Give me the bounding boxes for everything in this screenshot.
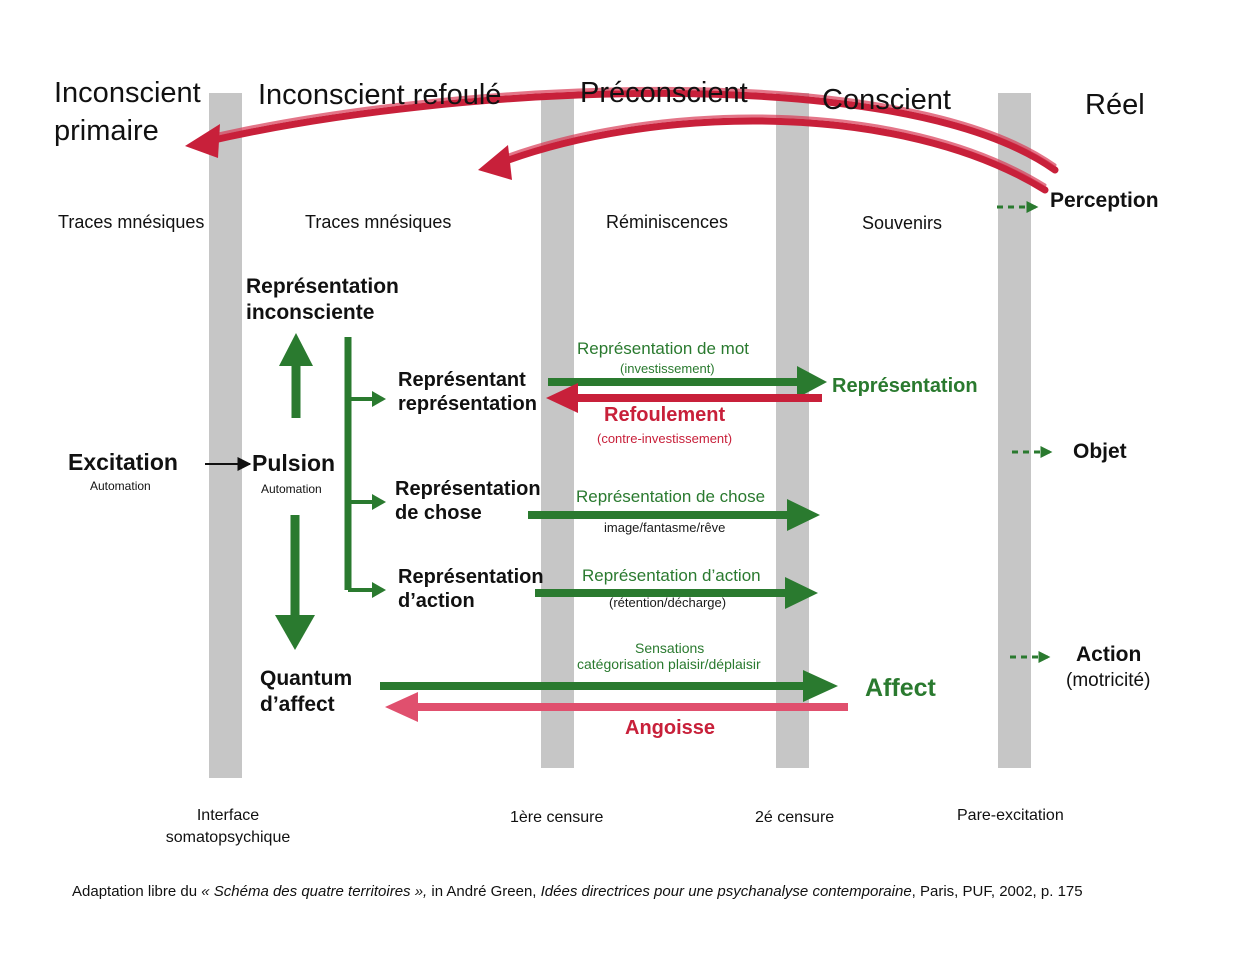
node-quantum-line2: d’affect	[260, 693, 335, 716]
sublabel-traces-1: Traces mnésiques	[58, 212, 205, 232]
node-excitation: Excitation	[68, 449, 178, 475]
flow-rep-chose: Représentation de chose	[576, 487, 766, 506]
bottom-interface-line2: somatopsychique	[165, 829, 291, 846]
flow-angoisse: Angoisse	[625, 717, 716, 739]
caption-part3: in André Green,	[427, 883, 541, 900]
refoulement-arrow	[546, 383, 822, 413]
angoisse-arrow	[385, 692, 848, 722]
node-objet: Objet	[1073, 440, 1127, 463]
sublabel-reminiscences: Réminiscences	[606, 212, 729, 232]
node-rep-action-line1: Représentation	[398, 566, 544, 588]
flow-sensations: Sensations	[635, 640, 705, 656]
node-motricite: (motricité)	[1066, 670, 1151, 691]
node-representant-line2: représentation	[398, 393, 537, 415]
red-curve-arrows	[185, 86, 1059, 194]
caption: Adaptation libre du « Schéma des quatre …	[72, 884, 1083, 900]
pulsion-down-arrow	[275, 515, 315, 650]
node-pulsion: Pulsion	[252, 450, 336, 476]
caption-part4: Idées directrices pour une psychanalyse …	[540, 883, 912, 900]
bottom-censure-2: 2é censure	[755, 809, 835, 826]
node-action: Action	[1076, 643, 1142, 666]
zone-inconscient-primaire-line2: primaire	[54, 115, 159, 147]
rep-chose-arrow	[528, 499, 820, 531]
bottom-censure-1: 1ère censure	[510, 809, 604, 826]
bar-pare-excitation	[998, 93, 1031, 768]
flow-retention: (rétention/décharge)	[609, 595, 727, 610]
branch-arrows	[348, 397, 376, 592]
bottom-interface-line1: Interface	[196, 807, 260, 824]
caption-part2: « Schéma des quatre territoires »,	[201, 883, 428, 900]
bar-interface	[209, 93, 242, 778]
bar-censure-1	[541, 93, 574, 768]
affect-arrow	[380, 670, 838, 702]
flow-contre-investissement: (contre-investissement)	[597, 431, 733, 446]
sublabel-souvenirs: Souvenirs	[862, 213, 943, 233]
pulsion-up-arrow	[279, 333, 313, 418]
flow-rep-mot: Représentation de mot	[577, 339, 749, 358]
zone-inconscient-refoule: Inconscient refoulé	[258, 79, 502, 111]
flow-refoulement: Refoulement	[604, 404, 726, 426]
node-rep-chose-line2: de chose	[395, 502, 482, 524]
flow-representation: Représentation	[832, 375, 978, 397]
caption-part5: , Paris, PUF, 2002, p. 175	[911, 883, 1083, 900]
sublabel-traces-2: Traces mnésiques	[305, 212, 452, 232]
zone-reel: Réel	[1085, 89, 1145, 121]
flow-investissement: (investissement)	[620, 361, 715, 376]
zone-preconscient: Préconscient	[580, 77, 748, 109]
node-perception: Perception	[1050, 189, 1159, 212]
flow-categorisation: catégorisation plaisir/déplaisir	[577, 656, 761, 672]
flow-affect: Affect	[865, 674, 936, 702]
rep-mot-arrow	[548, 366, 827, 398]
zone-conscient: Conscient	[822, 84, 951, 116]
node-pulsion-sub: Automation	[261, 482, 322, 496]
zone-inconscient-primaire-line1: Inconscient	[54, 77, 201, 109]
node-rep-inconsciente-line1: Représentation	[246, 275, 399, 298]
bar-censure-2	[776, 93, 809, 768]
node-rep-chose-line1: Représentation	[395, 478, 541, 500]
caption-part1: Adaptation libre du	[72, 883, 202, 900]
rep-action-arrow	[535, 577, 818, 609]
node-rep-action-line2: d’action	[398, 590, 475, 612]
bottom-pare-excitation: Pare-excitation	[957, 807, 1064, 824]
flow-rep-action: Représentation d’action	[582, 566, 761, 585]
flow-image: image/fantasme/rêve	[604, 520, 726, 535]
node-quantum-line1: Quantum	[260, 667, 353, 690]
node-excitation-sub: Automation	[90, 479, 151, 493]
node-representant-line1: Représentant	[398, 369, 526, 391]
node-rep-inconsciente-line2: inconsciente	[246, 301, 375, 324]
